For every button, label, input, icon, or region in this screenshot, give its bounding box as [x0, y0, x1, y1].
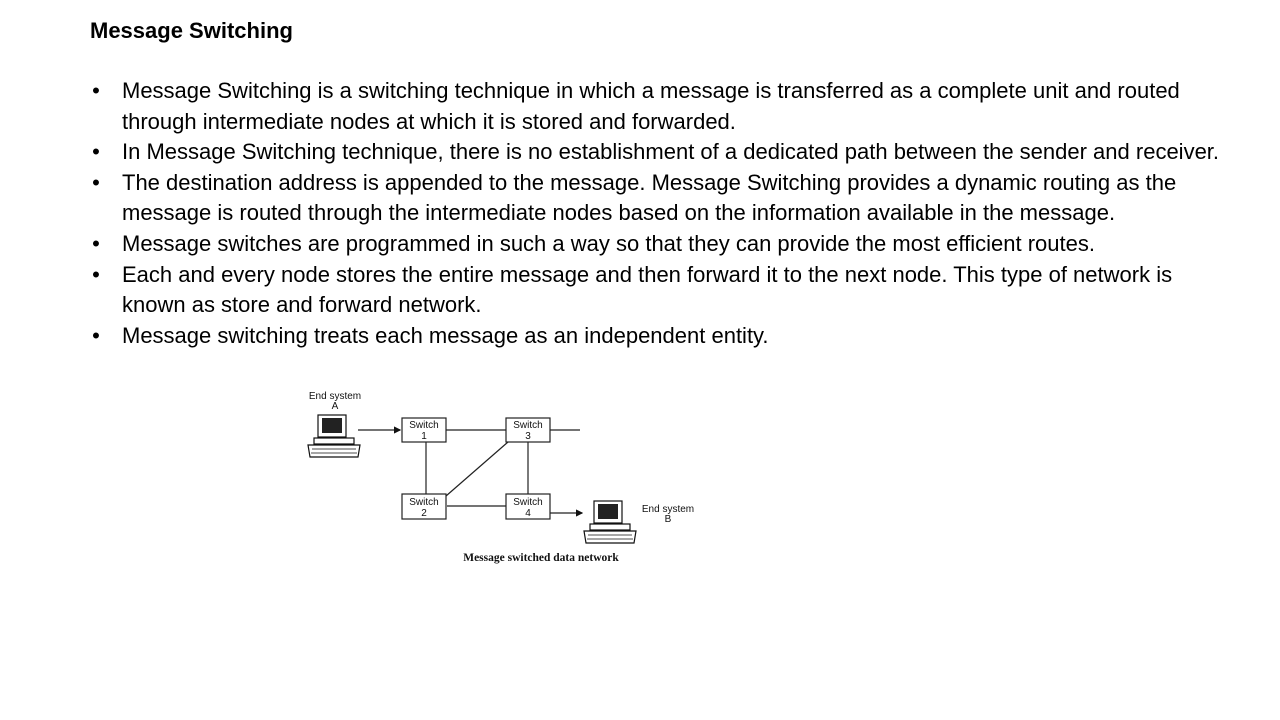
bullet-marker: • [92, 139, 100, 165]
end-system-b-label: End system [642, 504, 694, 515]
bullet-item: • The destination address is appended to … [90, 168, 1240, 229]
switch-2-number: 2 [421, 508, 427, 519]
bullet-marker: • [92, 261, 100, 287]
end-system-a-id: A [332, 401, 339, 412]
switch-1-label: Switch [409, 420, 438, 431]
bullet-item: • In Message Switching technique, there i… [90, 137, 1240, 168]
switch-4-label: Switch [513, 497, 542, 508]
bullet-marker: • [92, 322, 100, 348]
bullet-list: • Message Switching is a switching techni… [90, 76, 1240, 351]
end-system-a-label: End system [309, 391, 361, 402]
end-system-a: End system A [307, 391, 361, 458]
computer-icon [307, 414, 361, 458]
bullet-text: Message switching treats each message as… [122, 322, 769, 348]
end-system-b: End system B [583, 500, 694, 544]
switch-4-number: 4 [525, 508, 531, 519]
bullet-marker: • [92, 78, 100, 103]
bullet-item: • Message Switching is a switching techni… [90, 76, 1240, 137]
switch-3-label: Switch [513, 420, 542, 431]
switch-3-number: 3 [525, 431, 531, 442]
bullet-text: The destination address is appended to t… [122, 169, 1177, 226]
bullet-item: • Message switches are programmed in such… [90, 229, 1240, 260]
bullet-marker: • [92, 169, 100, 195]
bullet-item: • Each and every node stores the entire m… [90, 260, 1240, 321]
switch-3: Switch 3 [505, 417, 551, 443]
bullet-text: In Message Switching technique, there is… [122, 139, 1220, 165]
switch-4: Switch 4 [505, 493, 551, 520]
bullet-marker: • [92, 230, 100, 256]
switch-1-number: 1 [421, 431, 427, 442]
switch-2-label: Switch [409, 497, 438, 508]
bullet-text: Message Switching is a switching techniq… [122, 78, 1180, 134]
bullet-item: • Message switching treats each message a… [90, 321, 1240, 352]
network-diagram: Switch 1 Switch 3 Switch 2 Switch 4 End … [296, 385, 716, 570]
network-diagram-svg: Switch 1 Switch 3 Switch 2 Switch 4 End … [307, 391, 694, 564]
bullet-text: Message switches are programmed in such … [122, 230, 1095, 256]
diagram-caption: Message switched data network [463, 552, 619, 564]
computer-icon [583, 500, 637, 544]
link-switch2-switch3 [445, 441, 509, 497]
slide-title: Message Switching [90, 18, 293, 43]
bullet-text: Each and every node stores the entire me… [122, 261, 1173, 318]
end-system-b-id: B [665, 514, 672, 525]
switch-2: Switch 2 [401, 493, 447, 520]
switch-1: Switch 1 [401, 417, 447, 443]
